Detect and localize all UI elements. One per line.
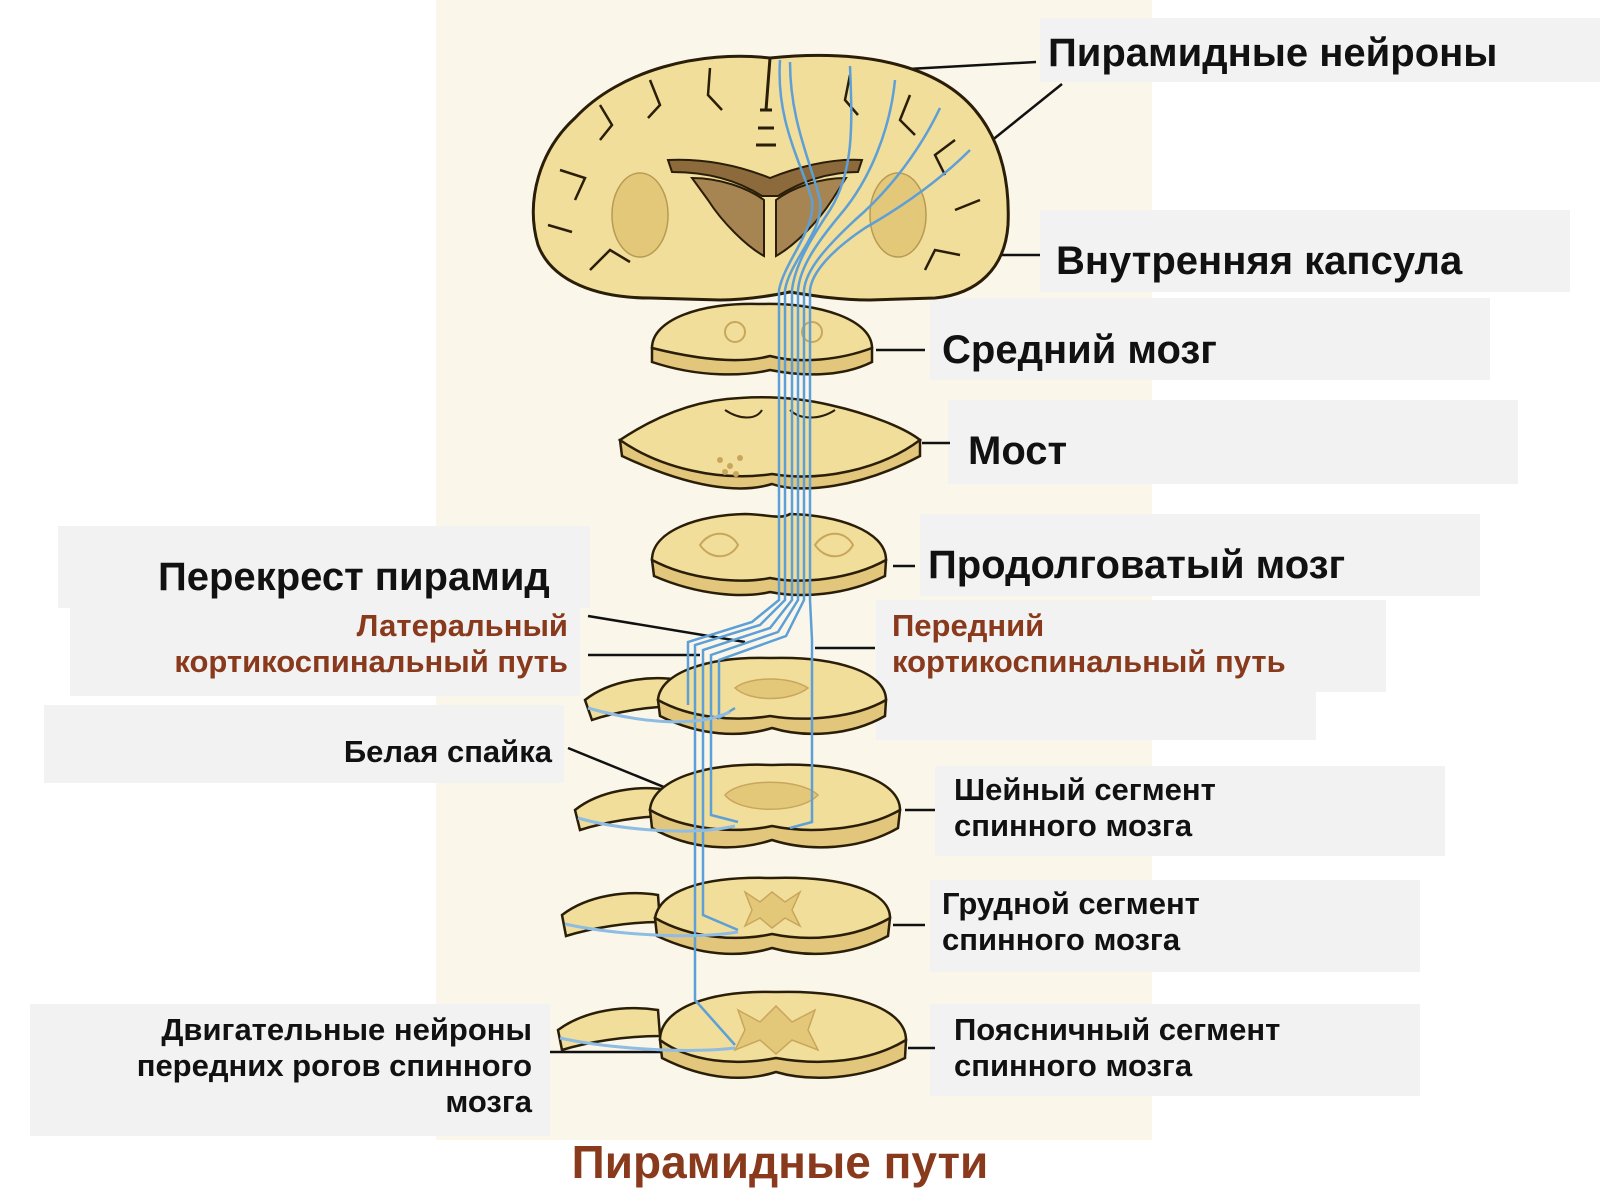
corpus-callosum — [666, 158, 864, 197]
label-medulla: Продолговатый мозг — [928, 543, 1346, 587]
lumbar-segment — [556, 990, 908, 1080]
label-motor-neurons: Двигательные нейроны передних рогов спин… — [136, 1012, 532, 1119]
pyramidal-fibers — [686, 59, 971, 1046]
medulla-top — [650, 512, 888, 582]
label-boxes — [30, 18, 1600, 1136]
label-white-commissure: Белая спайка — [343, 734, 552, 769]
label-box-pons — [948, 400, 1518, 484]
label-box-decussation — [58, 526, 590, 608]
label-box-midbrain — [930, 298, 1490, 380]
fiber-2 — [701, 65, 853, 932]
label-pyramidal-neurons: Пирамидные нейроны — [1048, 31, 1498, 75]
cervical-segment — [573, 763, 902, 849]
upper-cervical-segment — [583, 656, 888, 736]
label-box-anterior-tract — [876, 600, 1386, 692]
fiber-6 — [686, 59, 814, 705]
brain-section — [531, 53, 1010, 302]
pons-top — [617, 396, 923, 478]
label-midbrain: Средний мозг — [942, 328, 1217, 372]
longitudinal-fissure — [756, 57, 776, 147]
label-box-medulla — [920, 514, 1480, 596]
pons-section — [617, 396, 923, 490]
midbrain-top — [650, 302, 874, 362]
label-box-internal-capsule — [1040, 210, 1570, 292]
label-box-lumbar — [930, 1004, 1420, 1096]
diagram-title: Пирамидные пути — [572, 1136, 989, 1188]
fiber-3 — [709, 79, 897, 824]
label-box-motor-neurons — [30, 1004, 550, 1136]
label-box-white-commissure — [44, 705, 564, 783]
midbrain-section — [650, 302, 874, 376]
lateral-ventricles — [690, 176, 848, 258]
motor-roots — [559, 706, 739, 1052]
label-internal-capsule: Внутренняя капсула — [1056, 239, 1463, 283]
label-box-lateral-tract — [70, 608, 580, 696]
fiber-4 — [717, 107, 942, 721]
spinal-segments — [556, 656, 908, 1080]
label-cervical-segment: Шейный сегмент спинного мозга — [954, 772, 1216, 843]
sulci — [547, 67, 981, 271]
label-box-pyramidal-neurons — [1040, 18, 1600, 82]
fiber-1 — [693, 61, 822, 1046]
fiber-5 — [789, 149, 971, 830]
basal-ganglia — [611, 172, 927, 258]
label-lateral-tract: Латеральный кортикоспинальный путь — [174, 608, 568, 679]
label-box-thoracic — [930, 880, 1420, 972]
label-decussation: Перекрест пирамид — [158, 555, 550, 599]
medulla-section — [650, 512, 888, 597]
label-anterior-tract: Передний кортикоспинальный путь — [892, 608, 1286, 679]
label-thoracic-segment: Грудной сегмент спинного мозга — [942, 886, 1200, 957]
label-lumbar-segment: Поясничный сегмент спинного мозга — [954, 1012, 1281, 1083]
label-box-anterior-tract-lower — [876, 692, 1316, 740]
label-pons: Мост — [968, 429, 1068, 473]
label-box-cervical — [935, 766, 1445, 856]
thoracic-segment — [560, 876, 892, 956]
